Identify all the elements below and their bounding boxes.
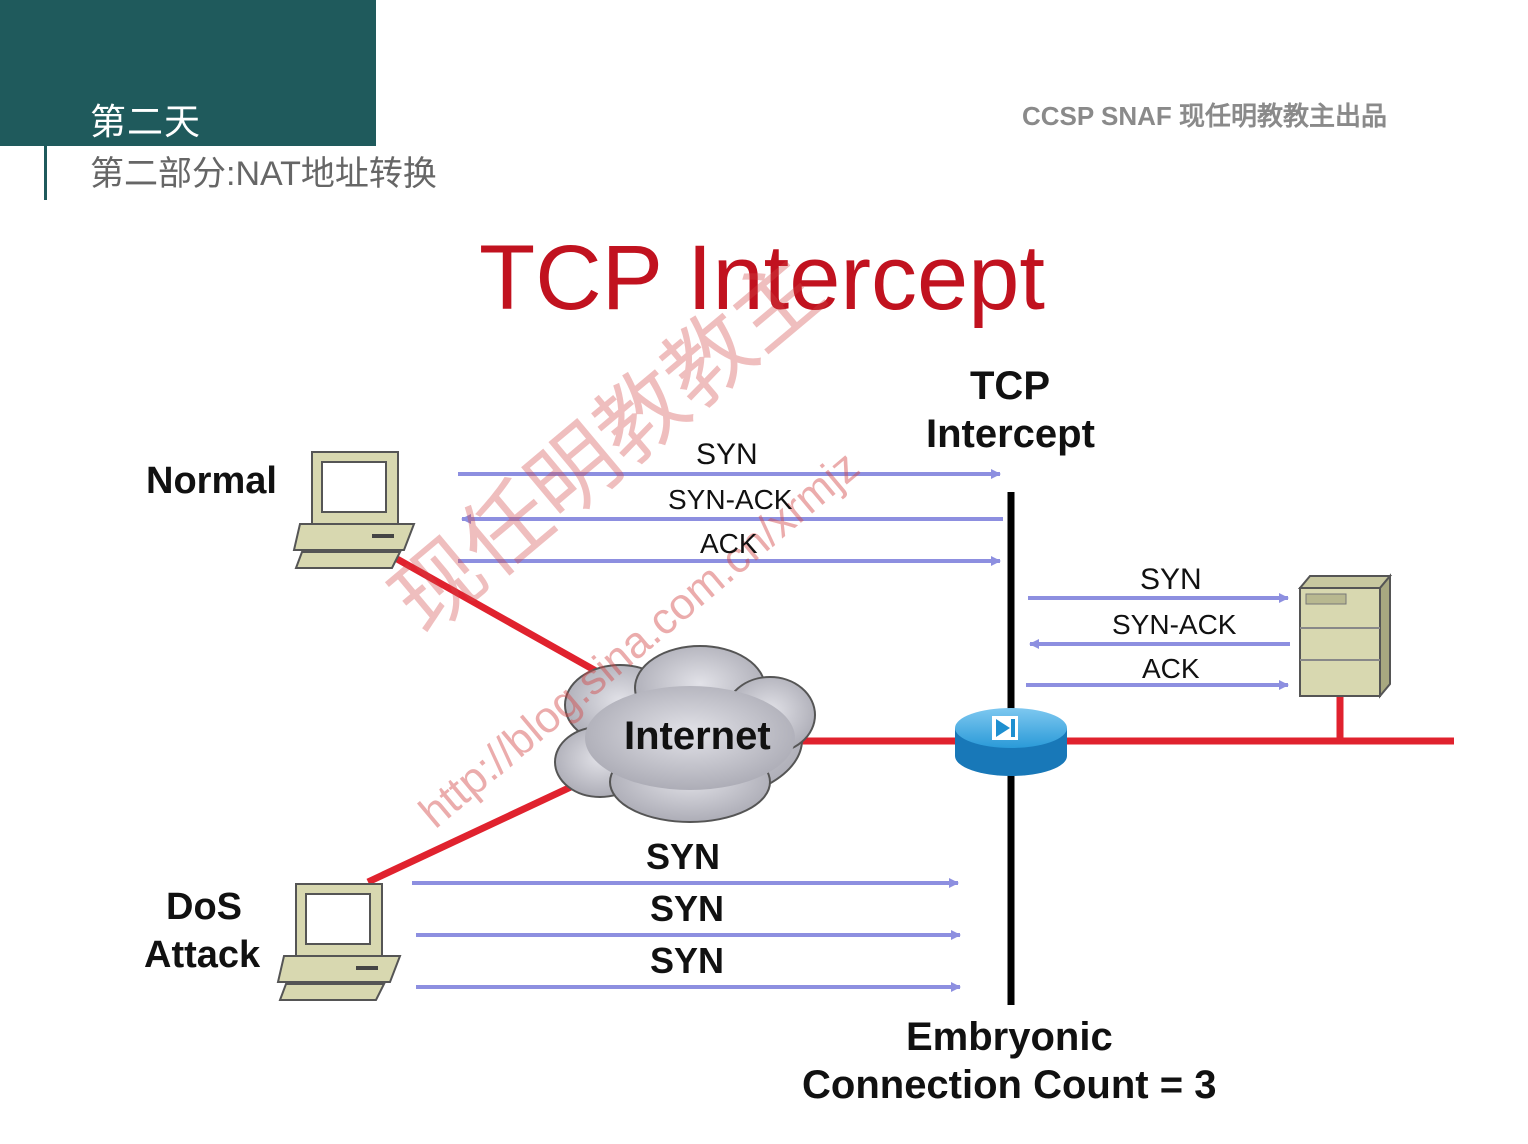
normal-label: Normal	[146, 460, 277, 502]
header-divider	[44, 0, 47, 200]
attack-flow-label: SYN	[646, 836, 721, 877]
header-block	[0, 0, 376, 146]
dos-computer-icon	[276, 883, 402, 1001]
normal-flow-label: SYN-ACK	[668, 484, 793, 515]
internet-label: Internet	[624, 714, 771, 758]
normal-flow-label: ACK	[700, 528, 758, 559]
embryonic-label-line2: Connection Count = 3	[802, 1063, 1217, 1107]
dos-label-line2: Attack	[144, 934, 261, 976]
embryonic-label-line1: Embryonic	[906, 1015, 1113, 1059]
internet-cloud	[554, 645, 816, 823]
router-icon	[955, 708, 1067, 776]
attack-flow-label: SYN	[650, 888, 725, 929]
link-dos-internet	[366, 774, 592, 886]
dos-label-line1: DoS	[166, 886, 242, 928]
server-flow-label: SYN	[1140, 563, 1202, 596]
intercept-label-line1: TCP	[970, 364, 1050, 408]
header-day: 第二天	[90, 101, 202, 142]
slide-title: TCP Intercept	[0, 226, 1528, 331]
server-flow-label: SYN-ACK	[1112, 609, 1237, 640]
intercept-label-line2: Intercept	[926, 412, 1095, 456]
slide-title-text: TCP Intercept	[479, 227, 1045, 329]
attack-flow-label: SYN	[650, 940, 725, 981]
link-normal-internet	[388, 551, 614, 684]
header-credit: CCSP SNAF 现任明教教主出品	[1022, 101, 1387, 131]
normal-flow-label: SYN	[696, 438, 758, 471]
server-icon	[1297, 573, 1393, 699]
server-flow-label: ACK	[1142, 653, 1200, 684]
normal-computer-icon	[292, 451, 416, 569]
header-section: 第二部分:NAT地址转换	[90, 155, 437, 193]
